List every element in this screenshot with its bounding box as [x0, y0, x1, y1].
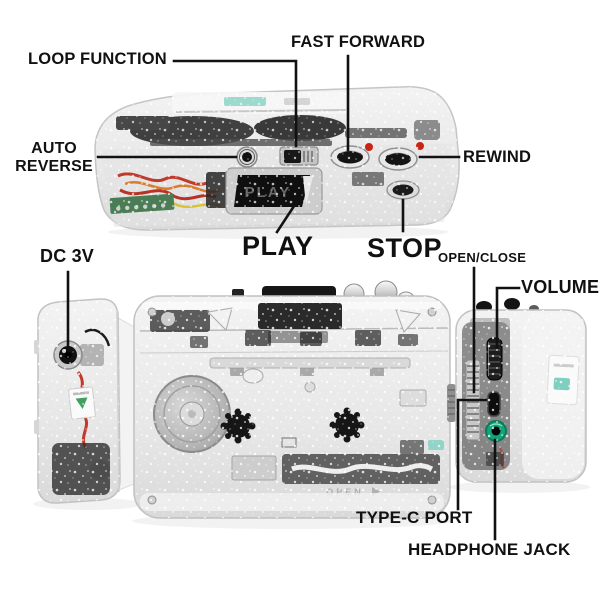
- shadow: [450, 481, 590, 493]
- type-c-port-label: TYPE-C PORT: [356, 508, 473, 527]
- glitter-overlay: [95, 86, 460, 231]
- open-close-label: OPEN/CLOSE: [438, 250, 527, 265]
- fast-forward-label: FAST FORWARD: [291, 33, 426, 51]
- type-c-line: [456, 398, 488, 511]
- player-front-view: OPEN: [132, 280, 456, 529]
- stop-label: STOP: [367, 233, 443, 263]
- edge-notch: [34, 420, 39, 434]
- play-label: PLAY: [242, 231, 314, 261]
- loop-function-line: [172, 59, 298, 148]
- player-right-side-view: [450, 298, 590, 493]
- headphone-jack-label: HEADPHONE JACK: [408, 540, 571, 559]
- glitter-overlay: [456, 310, 586, 482]
- volume-label: VOLUME: [521, 277, 600, 297]
- auto-reverse-label: AUTO REVERSE: [15, 140, 93, 176]
- edge-notch: [34, 340, 39, 354]
- loop-function-label: LOOP FUNCTION: [28, 50, 167, 68]
- glitter-overlay: [134, 296, 450, 518]
- dc-3v-label: DC 3V: [40, 246, 95, 266]
- glitter-overlay: [38, 298, 120, 504]
- volume-line: [495, 286, 521, 349]
- top-knob: [504, 298, 520, 310]
- play-line: [275, 201, 298, 234]
- player-left-side-view: [33, 298, 147, 510]
- rewind-label: REWIND: [463, 148, 532, 166]
- player-top-view: PLAY: [94, 85, 460, 239]
